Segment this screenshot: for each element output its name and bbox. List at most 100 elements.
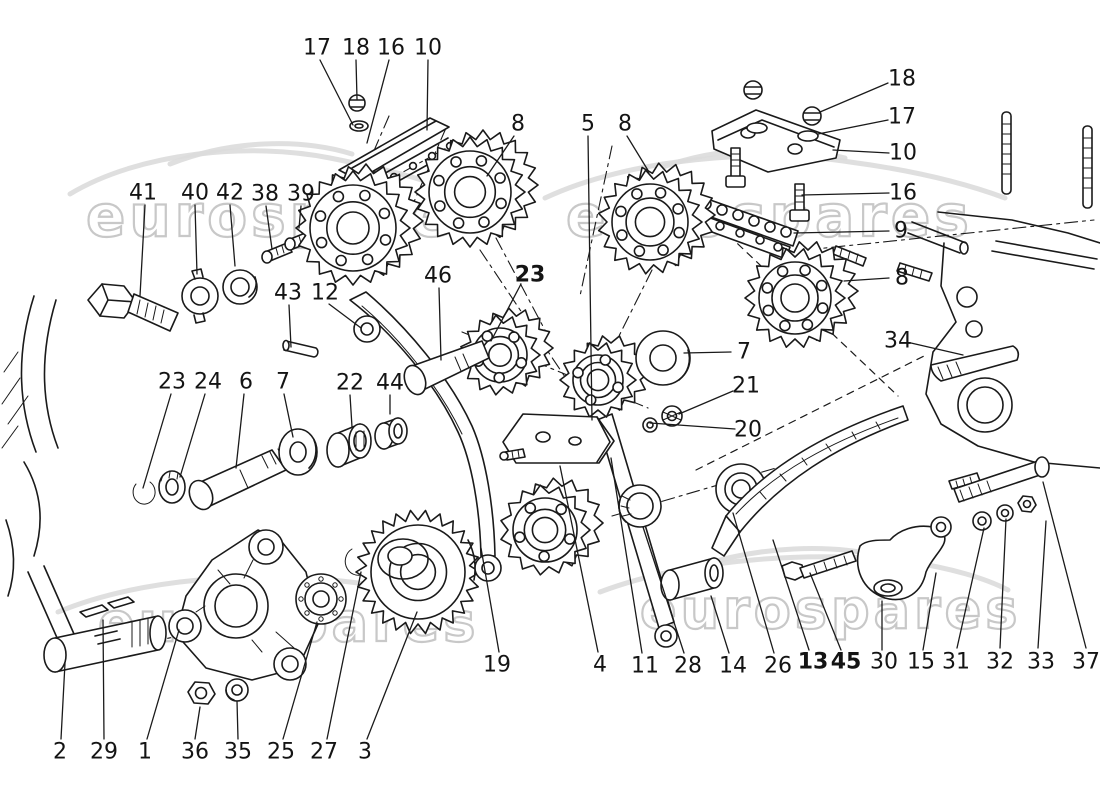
leader-line (366, 59, 390, 144)
part-callout-38-16[interactable]: 38 (251, 182, 279, 207)
dowel-pin (283, 340, 319, 358)
leader-line (710, 595, 730, 654)
leader-line (298, 205, 302, 229)
leader-line (1042, 481, 1087, 649)
part-callout-16-7[interactable]: 16 (889, 181, 917, 206)
part-callout-29-47[interactable]: 29 (90, 740, 118, 765)
part-callout-26-37[interactable]: 26 (764, 654, 792, 679)
part-callout-30-40[interactable]: 30 (870, 650, 898, 675)
part-callout-18-1[interactable]: 18 (342, 36, 370, 61)
leader-line (60, 662, 66, 740)
leader-line (649, 422, 736, 430)
pump-gear-detail (377, 538, 476, 581)
leader-line (319, 59, 354, 126)
part-callout-16-2[interactable]: 16 (377, 36, 405, 61)
leader-line (772, 539, 810, 651)
part-callout-20-24[interactable]: 20 (734, 418, 762, 443)
part-callout-8-9[interactable]: 8 (895, 266, 909, 291)
part-callout-43-18[interactable]: 43 (274, 281, 302, 306)
part-callout-21-23[interactable]: 21 (732, 374, 760, 399)
part-callout-11-34[interactable]: 11 (631, 654, 659, 679)
camshaft-sprockets (295, 129, 859, 576)
chain-tensioner-group (711, 345, 1050, 601)
leader-line (146, 629, 180, 740)
part-callout-42-15[interactable]: 42 (216, 181, 244, 206)
leader-line (265, 205, 273, 250)
leader-line (832, 149, 890, 154)
part-callout-23-26[interactable]: 23 (158, 370, 186, 395)
part-callout-34-25[interactable]: 34 (884, 329, 912, 354)
leader-line (801, 192, 890, 196)
part-callout-22-30[interactable]: 22 (336, 371, 364, 396)
leader-line (922, 572, 937, 651)
part-callout-19-32[interactable]: 19 (483, 653, 511, 678)
part-callout-46-20[interactable]: 46 (424, 264, 452, 289)
leader-line (956, 527, 985, 649)
leader-line (194, 204, 198, 275)
leader-line (235, 393, 245, 469)
part-callout-36-49[interactable]: 36 (181, 740, 209, 765)
tensioner-pad-bracket (499, 413, 615, 464)
part-callout-6-28[interactable]: 6 (239, 370, 253, 395)
part-callout-25-51[interactable]: 25 (267, 740, 295, 765)
leader-line (282, 621, 318, 740)
chain-damper-top-right (711, 80, 841, 222)
part-callout-15-41[interactable]: 15 (907, 650, 935, 675)
part-callout-8-10[interactable]: 8 (511, 112, 525, 137)
leader-line (610, 457, 643, 654)
part-callout-10-3[interactable]: 10 (414, 36, 442, 61)
part-callout-7-29[interactable]: 7 (276, 370, 290, 395)
part-callout-28-35[interactable]: 28 (674, 654, 702, 679)
leader-line (683, 351, 732, 354)
leader-line (793, 230, 890, 234)
washer (972, 511, 992, 531)
engine-cover-right-outline (907, 211, 1100, 469)
part-callout-17-5[interactable]: 17 (888, 105, 916, 130)
part-callout-1-48[interactable]: 1 (138, 740, 152, 765)
part-callout-4-33[interactable]: 4 (593, 653, 607, 678)
part-callout-24-27[interactable]: 24 (194, 370, 222, 395)
part-callout-14-36[interactable]: 14 (719, 654, 747, 679)
car-swoosh-icon (167, 141, 355, 167)
cap-nut (802, 106, 822, 126)
part-callout-10-6[interactable]: 10 (889, 141, 917, 166)
leader-line (809, 572, 842, 651)
part-callout-8-12[interactable]: 8 (618, 112, 632, 137)
leader-line (288, 304, 292, 348)
washer (222, 269, 258, 305)
leader-line (366, 611, 418, 740)
part-callout-3-53[interactable]: 3 (358, 740, 372, 765)
part-callout-44-31[interactable]: 44 (376, 371, 404, 396)
part-callout-40-14[interactable]: 40 (181, 181, 209, 206)
part-callout-12-19[interactable]: 12 (311, 281, 339, 306)
part-callout-45-39[interactable]: 45 (831, 650, 862, 675)
leader-line (229, 204, 236, 267)
washer (349, 120, 369, 132)
part-callout-41-13[interactable]: 41 (129, 181, 157, 206)
part-callout-35-50[interactable]: 35 (224, 740, 252, 765)
leader-line (732, 512, 775, 654)
leader-line (194, 706, 201, 740)
part-callout-18-4[interactable]: 18 (888, 67, 916, 92)
part-callout-39-17[interactable]: 39 (287, 182, 315, 207)
part-callout-27-52[interactable]: 27 (310, 740, 338, 765)
part-callout-23-21[interactable]: 23 (515, 263, 546, 288)
splined-bush (158, 470, 186, 504)
leader-line (142, 393, 172, 489)
cap-nut (743, 80, 763, 100)
part-callout-5-11[interactable]: 5 (581, 112, 595, 137)
part-callout-9-8[interactable]: 9 (894, 219, 908, 244)
part-callout-17-0[interactable]: 17 (303, 36, 331, 61)
part-callout-32-43[interactable]: 32 (986, 650, 1014, 675)
part-callout-37-45[interactable]: 37 (1072, 650, 1100, 675)
center-hardware (618, 330, 767, 601)
leader-line (355, 59, 358, 100)
part-callout-7-22[interactable]: 7 (737, 340, 751, 365)
part-callout-31-42[interactable]: 31 (942, 650, 970, 675)
part-callout-2-46[interactable]: 2 (53, 740, 67, 765)
part-callout-33-44[interactable]: 33 (1027, 650, 1055, 675)
part-callout-13-38[interactable]: 13 (798, 650, 829, 675)
leader-line (910, 342, 964, 356)
